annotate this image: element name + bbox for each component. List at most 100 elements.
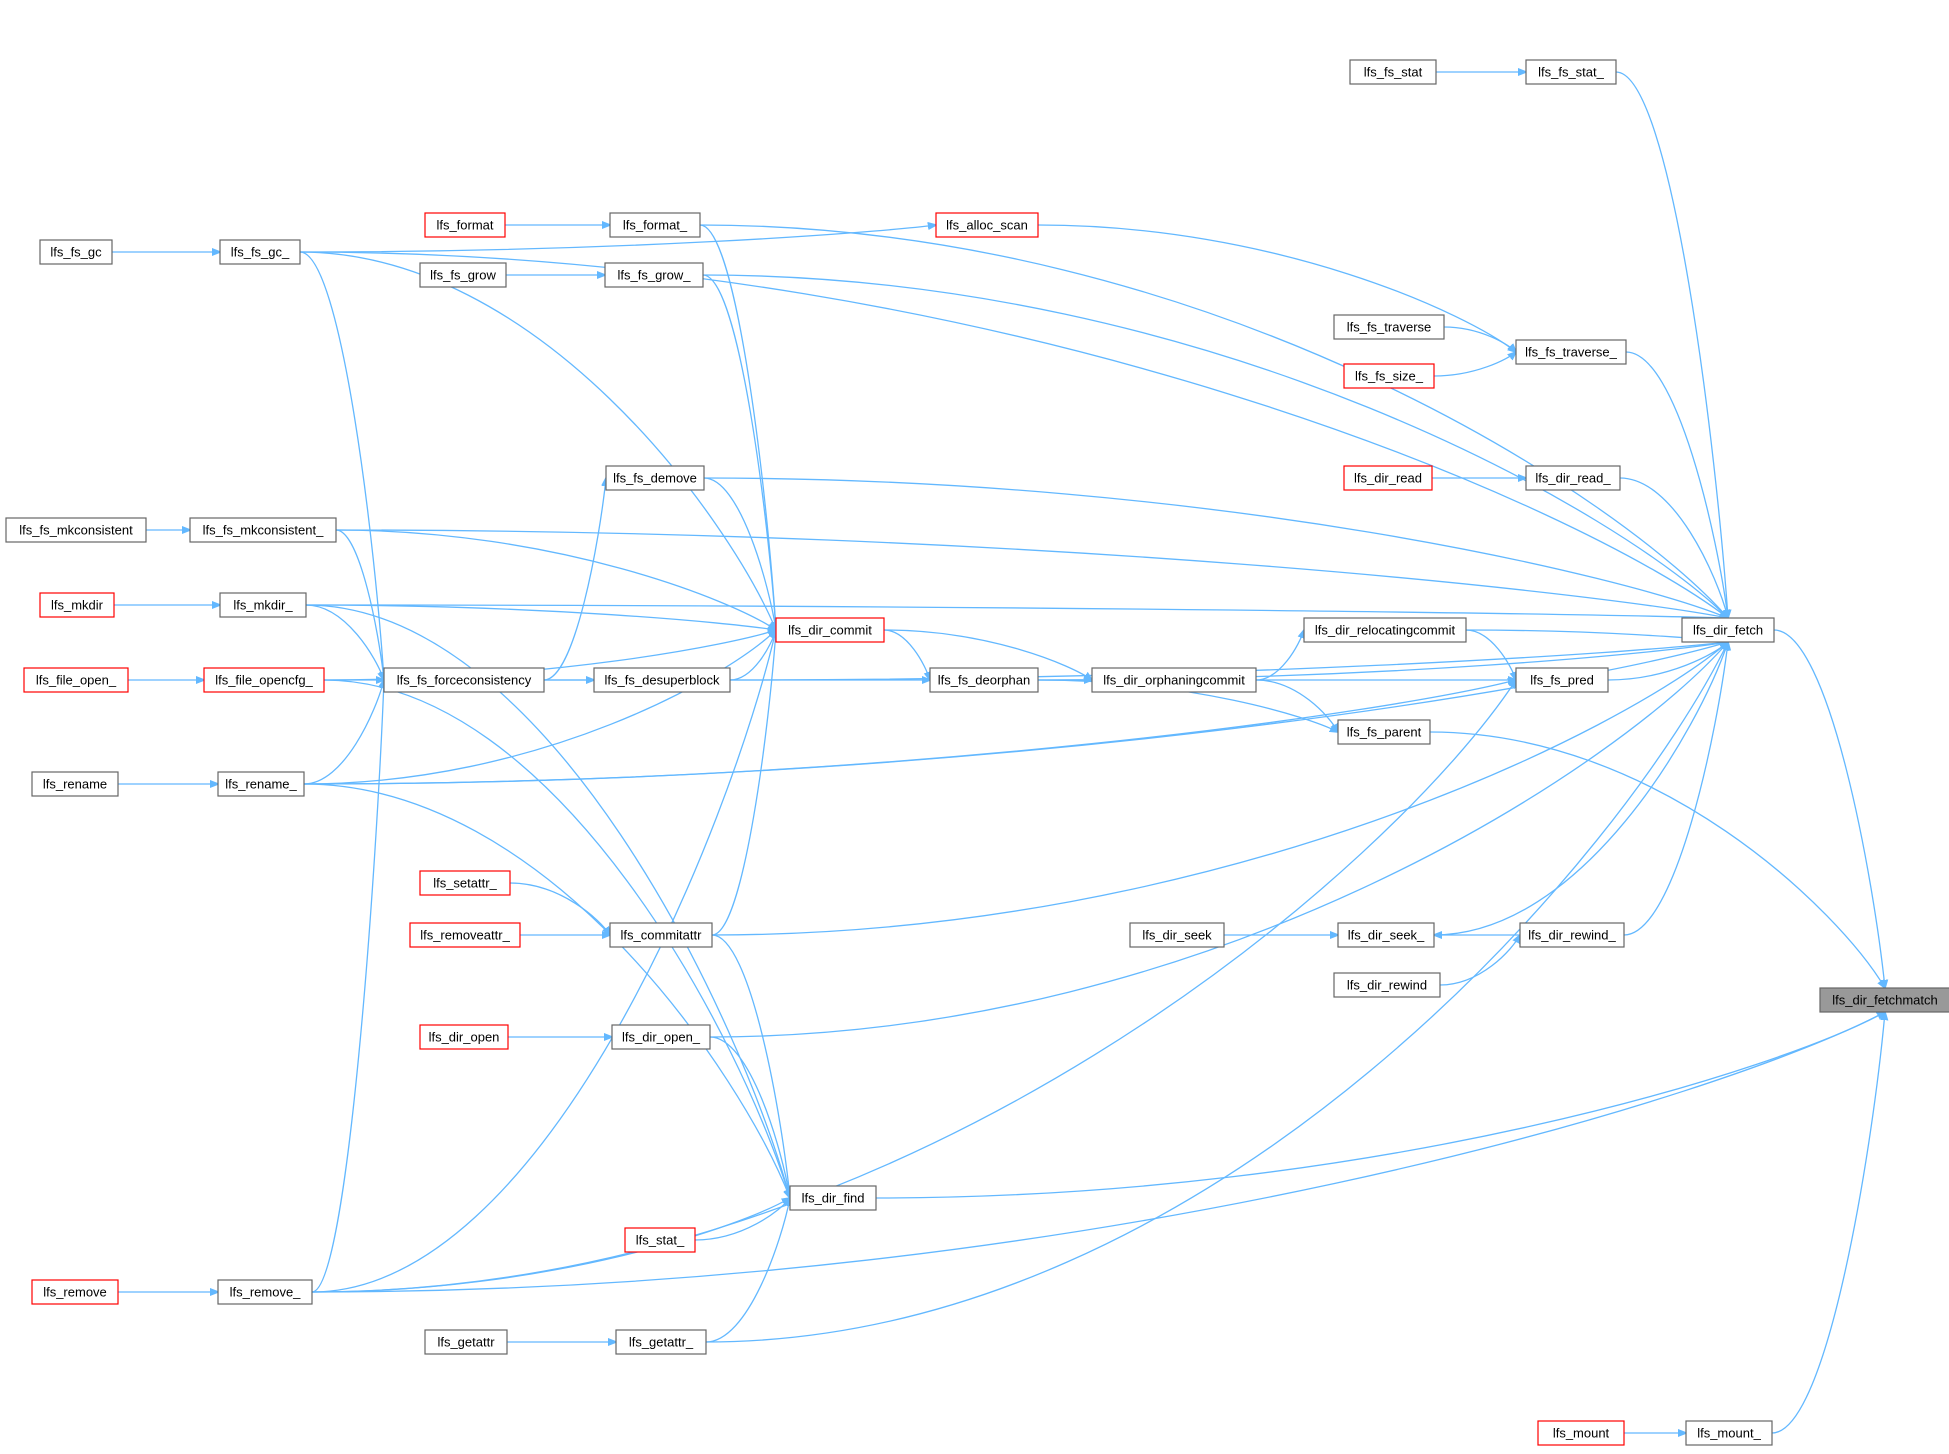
node-dir-read[interactable]: lfs_dir_read — [1343, 465, 1433, 491]
node-box[interactable] — [424, 1329, 508, 1355]
node-box[interactable] — [1525, 465, 1621, 491]
node-dir-open[interactable]: lfs_dir_open — [419, 1024, 509, 1050]
node-dir-open-[interactable]: lfs_dir_open_ — [611, 1024, 711, 1050]
node-box[interactable] — [1337, 719, 1431, 745]
node-remove-[interactable]: lfs_remove_ — [217, 1279, 313, 1305]
node-box[interactable] — [1343, 363, 1435, 389]
node-box[interactable] — [1333, 972, 1441, 998]
node-box[interactable] — [23, 667, 129, 693]
node-box[interactable] — [1333, 314, 1445, 340]
node-dir-find[interactable]: lfs_dir_find — [789, 1185, 877, 1211]
node-box[interactable] — [219, 592, 307, 618]
node-box[interactable] — [419, 870, 511, 896]
node-fs-pred[interactable]: lfs_fs_pred — [1515, 667, 1609, 693]
node-box[interactable] — [775, 617, 885, 643]
node-setattr-[interactable]: lfs_setattr_ — [419, 870, 511, 896]
node-mkdir[interactable]: lfs_mkdir — [39, 592, 115, 618]
node-box[interactable] — [1525, 59, 1617, 85]
node-fs-grow[interactable]: lfs_fs_grow — [419, 262, 507, 288]
node-file-open-[interactable]: lfs_file_open_ — [23, 667, 129, 693]
node-fs-stat-[interactable]: lfs_fs_stat_ — [1525, 59, 1617, 85]
node-stat-[interactable]: lfs_stat_ — [624, 1227, 696, 1253]
node-fs-size-[interactable]: lfs_fs_size_ — [1343, 363, 1435, 389]
node-box[interactable] — [593, 667, 731, 693]
node-dir-commit[interactable]: lfs_dir_commit — [775, 617, 885, 643]
node-fs-grow-[interactable]: lfs_fs_grow_ — [604, 262, 704, 288]
node-box[interactable] — [611, 1024, 711, 1050]
node-remove[interactable]: lfs_remove — [31, 1279, 119, 1305]
node-box[interactable] — [31, 771, 119, 797]
node-dir-seek-[interactable]: lfs_dir_seek_ — [1337, 922, 1435, 948]
node-box[interactable] — [1515, 667, 1609, 693]
node-getattr-[interactable]: lfs_getattr_ — [615, 1329, 707, 1355]
node-box[interactable] — [424, 212, 506, 238]
node-box[interactable] — [419, 262, 507, 288]
node-box[interactable] — [615, 1329, 707, 1355]
node-rename[interactable]: lfs_rename — [31, 771, 119, 797]
node-format-[interactable]: lfs_format_ — [609, 212, 701, 238]
node-commitattr[interactable]: lfs_commitattr — [609, 922, 713, 948]
node-box[interactable] — [1091, 667, 1257, 693]
node-box[interactable] — [419, 1024, 509, 1050]
node-fetch[interactable]: lfs_dir_fetch — [1681, 617, 1775, 643]
node-fetchmatch[interactable]: lfs_dir_fetchmatch — [1819, 987, 1949, 1013]
node-box[interactable] — [1819, 987, 1949, 1013]
node-box[interactable] — [1343, 465, 1433, 491]
node-mkconsistent[interactable]: lfs_fs_mkconsistent — [5, 517, 147, 543]
node-fs-deorphan[interactable]: lfs_fs_deorphan — [929, 667, 1039, 693]
node-mkdir-[interactable]: lfs_mkdir_ — [219, 592, 307, 618]
node-box[interactable] — [605, 465, 705, 491]
node-getattr[interactable]: lfs_getattr — [424, 1329, 508, 1355]
node-box[interactable] — [203, 667, 325, 693]
node-dir-rewind-[interactable]: lfs_dir_rewind_ — [1519, 922, 1625, 948]
node-box[interactable] — [1303, 617, 1467, 643]
node-fs-gc[interactable]: lfs_fs_gc — [39, 239, 113, 265]
node-mkconsistent-[interactable]: lfs_fs_mkconsistent_ — [189, 517, 337, 543]
node-fs-desuperblock[interactable]: lfs_fs_desuperblock — [593, 667, 731, 693]
node-fs-parent[interactable]: lfs_fs_parent — [1337, 719, 1431, 745]
node-mount-[interactable]: lfs_mount_ — [1685, 1420, 1773, 1446]
node-box[interactable] — [409, 922, 521, 948]
node-forceconsistency[interactable]: lfs_fs_forceconsistency — [383, 667, 545, 693]
node-box[interactable] — [609, 212, 701, 238]
node-box[interactable] — [1129, 922, 1225, 948]
node-box[interactable] — [1681, 617, 1775, 643]
node-box[interactable] — [624, 1227, 696, 1253]
node-removeattr-[interactable]: lfs_removeattr_ — [409, 922, 521, 948]
node-box[interactable] — [217, 1279, 313, 1305]
node-box[interactable] — [1337, 922, 1435, 948]
node-dir-read-[interactable]: lfs_dir_read_ — [1525, 465, 1621, 491]
node-alloc-scan[interactable]: lfs_alloc_scan — [935, 212, 1039, 238]
node-box[interactable] — [219, 239, 301, 265]
node-box[interactable] — [1537, 1420, 1625, 1446]
node-mount[interactable]: lfs_mount — [1537, 1420, 1625, 1446]
node-box[interactable] — [5, 517, 147, 543]
node-box[interactable] — [31, 1279, 119, 1305]
node-fs-gc-[interactable]: lfs_fs_gc_ — [219, 239, 301, 265]
node-box[interactable] — [39, 592, 115, 618]
node-rename-[interactable]: lfs_rename_ — [217, 771, 305, 797]
node-fs-stat[interactable]: lfs_fs_stat — [1349, 59, 1437, 85]
node-box[interactable] — [39, 239, 113, 265]
node-box[interactable] — [929, 667, 1039, 693]
node-box[interactable] — [1349, 59, 1437, 85]
node-box[interactable] — [789, 1185, 877, 1211]
node-box[interactable] — [1515, 339, 1627, 365]
node-fs-traverse-[interactable]: lfs_fs_traverse_ — [1515, 339, 1627, 365]
node-file-opencfg-[interactable]: lfs_file_opencfg_ — [203, 667, 325, 693]
node-dir-rewind[interactable]: lfs_dir_rewind — [1333, 972, 1441, 998]
node-box[interactable] — [604, 262, 704, 288]
node-orphaningcommit[interactable]: lfs_dir_orphaningcommit — [1091, 667, 1257, 693]
node-box[interactable] — [935, 212, 1039, 238]
node-box[interactable] — [1519, 922, 1625, 948]
node-box[interactable] — [609, 922, 713, 948]
node-box[interactable] — [1685, 1420, 1773, 1446]
node-dir-seek[interactable]: lfs_dir_seek — [1129, 922, 1225, 948]
node-box[interactable] — [189, 517, 337, 543]
node-fs-demove[interactable]: lfs_fs_demove — [605, 465, 705, 491]
node-relocatingcommit[interactable]: lfs_dir_relocatingcommit — [1303, 617, 1467, 643]
node-format[interactable]: lfs_format — [424, 212, 506, 238]
node-fs-traverse[interactable]: lfs_fs_traverse — [1333, 314, 1445, 340]
node-box[interactable] — [217, 771, 305, 797]
node-box[interactable] — [383, 667, 545, 693]
